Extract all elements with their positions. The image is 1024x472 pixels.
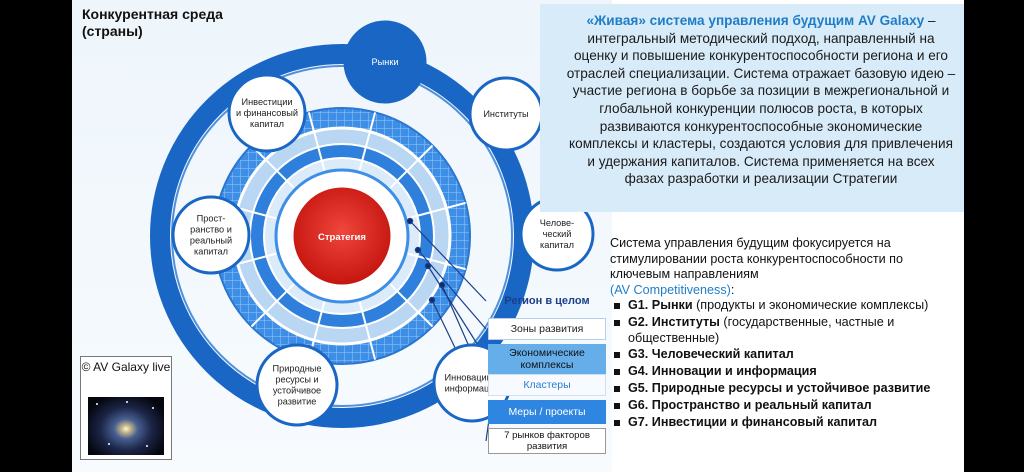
legend-item-markets: 7 рынков факторов развития [488, 428, 606, 454]
goal-item-g2: G2. Институты (государственные, частные … [612, 315, 962, 347]
leader-dot [424, 262, 432, 270]
ring-divider [407, 201, 466, 220]
description-body: – интегральный методический подход, напр… [566, 13, 956, 187]
ring-divider [389, 144, 434, 189]
copyright-text: © AV Galaxy live [81, 360, 171, 374]
goal-item-g4: G4. Инновации и информация [612, 364, 962, 380]
description-panel: «Живая» система управления будущим AV Ga… [540, 4, 964, 212]
description-title: «Живая» система управления будущим AV Ga… [586, 13, 925, 28]
ring-divider [389, 283, 434, 328]
environment-label: Конкурентная среда (страны) [82, 6, 223, 39]
copyright-box: © AV Galaxy live [80, 356, 172, 460]
legend-item-complexes: Экономические комплексы [488, 344, 606, 374]
ring-divider [358, 301, 377, 360]
focus-intro-suffix: : [730, 282, 735, 297]
focus-intro-text: Система управления будущим фокусируется … [610, 236, 903, 282]
node-investments-circle [227, 73, 307, 153]
legend-item-clusters: Кластеры [488, 374, 606, 396]
node-markets: Рынки [343, 20, 427, 104]
right-letterbox [964, 0, 1024, 472]
focus-intro: Система управления будущим фокусируется … [610, 236, 940, 298]
av-competitiveness-link[interactable]: (AV Competitiveness) [610, 282, 731, 297]
leader-dot [414, 246, 422, 254]
left-letterbox [0, 0, 72, 472]
legend-title: Регион в целом [504, 295, 590, 307]
description-text: «Живая» система управления будущим AV Ga… [566, 12, 956, 188]
goal-item-g5: G5. Природные ресурсы и устойчивое разви… [612, 381, 962, 397]
node-institutions: Институты [468, 76, 544, 152]
goals-list: G1. Рынки (продукты и экономические комп… [612, 298, 962, 431]
leader-line [409, 220, 487, 302]
leader-dot [428, 296, 436, 304]
leader-dot [438, 281, 446, 289]
ring-divider [307, 112, 326, 171]
ring-divider [358, 112, 377, 171]
goal-item-g7: G7. Инвестиции и финансовый капитал [612, 415, 962, 431]
ring-divider [250, 283, 295, 328]
strategy-circle [290, 184, 394, 288]
leader-dot [406, 217, 414, 225]
node-markets-circle [343, 20, 427, 104]
node-institutions-label: Институты [483, 109, 528, 119]
leader-line [427, 265, 487, 359]
node-markets-label: Рынки [372, 57, 399, 67]
ring-divider [407, 252, 466, 271]
ring-divider [250, 144, 295, 189]
legend-item-zones: Зоны развития [488, 318, 606, 340]
goal-item-g1: G1. Рынки (продукты и экономические комп… [612, 298, 962, 314]
legend-item-measures: Меры / проекты [488, 400, 606, 424]
node-space-capital-circle [171, 195, 251, 275]
goal-item-g3: G3. Человеческий капитал [612, 347, 962, 363]
galaxy-image [88, 397, 164, 455]
goal-item-g6: G6. Пространство и реальный капитал [612, 398, 962, 414]
strategy-label: Стратегия [318, 232, 366, 243]
node-natural-resources-circle [255, 343, 339, 427]
